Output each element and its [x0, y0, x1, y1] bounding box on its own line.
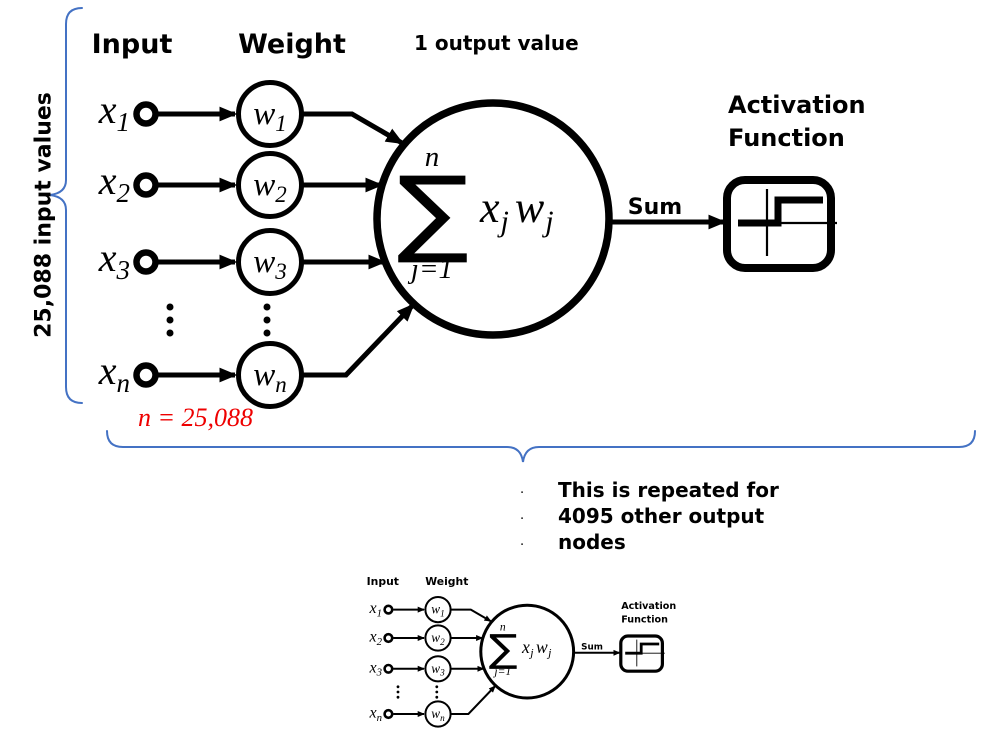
weight-ellipsis-dots — [435, 685, 439, 699]
sum-label: Sum — [581, 643, 603, 653]
weight-label-w3: w3 — [253, 244, 287, 284]
weight-node-circle — [424, 624, 452, 652]
input-row-2: x2 w2 — [98, 151, 384, 219]
weight-node-circle — [236, 341, 304, 409]
input-node-circle — [383, 708, 394, 720]
weight-ellipsis-dots — [263, 303, 271, 337]
sigma-lower-limit: j=1 — [407, 253, 453, 285]
repeat-note-line: · This is repeated for — [520, 477, 779, 503]
sigma-symbol: ∑ — [489, 627, 518, 671]
weight-to-sum-arrow — [450, 685, 496, 716]
weight-label-w2: w2 — [431, 630, 445, 647]
weight-node-circle — [424, 596, 452, 624]
activation-label-line1: Activation — [728, 91, 866, 119]
formula-body: xjwj — [521, 637, 552, 660]
activation-function: Activation Function — [619, 601, 676, 673]
input-node-circle — [133, 249, 159, 275]
bottom-curly-brace — [106, 430, 976, 463]
repeat-note-line: · nodes — [520, 529, 779, 555]
n-value-annotation: n = 25,088 — [138, 403, 254, 432]
input-column-header: Input — [92, 29, 173, 60]
input-node-circle — [383, 663, 394, 674]
input-label-x3: x3 — [98, 235, 130, 285]
weight-node-circle — [424, 655, 452, 683]
repeat-note-line: · 4095 other output — [520, 503, 779, 529]
input-label-xn: xn — [368, 705, 382, 724]
weight-to-sum-arrow — [450, 608, 492, 623]
left-curly-brace — [49, 7, 83, 404]
input-label-x1: x1 — [98, 87, 130, 137]
input-row-2: x2 w2 — [368, 624, 484, 652]
input-ellipsis-dots — [166, 303, 174, 337]
weight-node-circle — [236, 151, 304, 219]
input-row-1: x1 w1 — [368, 596, 492, 624]
main-neuron-diagram: Input Weight x1 w1 x2 w2 x3 w — [80, 20, 866, 410]
activation-label-line2: Function — [621, 614, 668, 625]
input-row-3: x3 w3 — [368, 655, 485, 683]
summation-formula: n ∑ j=1 xjwj — [489, 620, 552, 678]
summation-node-circle — [479, 603, 576, 700]
input-row-n: xn wn — [368, 685, 496, 728]
weight-column-header: Weight — [238, 29, 346, 60]
activation-label-line1: Activation — [621, 601, 676, 612]
summation-node-circle — [373, 99, 613, 339]
step-function-curve — [738, 196, 823, 227]
sum-label: Sum — [628, 195, 682, 220]
input-node-circle — [133, 172, 159, 198]
weight-to-sum-arrow — [302, 303, 415, 378]
weight-label-w3: w3 — [431, 661, 445, 678]
weight-to-sum-arrow — [302, 111, 404, 146]
output-value-note: 1 output value — [414, 31, 579, 55]
bullet-dot: · — [520, 538, 525, 553]
step-function-curve — [625, 642, 660, 655]
bullet-dot: · — [520, 512, 525, 527]
weight-label-wn: wn — [431, 706, 445, 723]
mini-neuron-diagram: Input Weight x1 w1 x2 w2 x3 w — [362, 572, 676, 728]
weight-node-circle — [236, 228, 304, 296]
weight-label-w1: w1 — [253, 96, 287, 136]
sigma-upper-limit: n — [500, 620, 506, 633]
input-label-x3: x3 — [368, 659, 382, 678]
input-row-3: x3 w3 — [98, 228, 387, 296]
repeat-note-text: nodes — [558, 530, 626, 554]
input-node-circle — [133, 362, 159, 388]
sigma-upper-limit: n — [425, 141, 440, 173]
input-label-xn: xn — [98, 348, 130, 398]
weight-label-w1: w1 — [431, 602, 444, 619]
weight-node-circle — [424, 700, 452, 728]
input-count-label: 25,088 input values — [31, 92, 57, 338]
repeat-note-text: 4095 other output — [558, 504, 765, 528]
activation-label-line2: Function — [728, 124, 845, 152]
activation-function: Activation Function — [723, 91, 866, 272]
input-node-circle — [133, 101, 159, 127]
weight-label-wn: wn — [253, 357, 287, 397]
input-row-n: xn wn — [98, 303, 415, 409]
weight-column-header: Weight — [425, 575, 468, 588]
input-node-circle — [383, 632, 394, 644]
neuron-diagram: Input Weight x1 w1 x2 w2 x3 w — [367, 575, 676, 728]
input-node-circle — [383, 604, 394, 615]
neuron-diagram: Input Weight x1 w1 x2 w2 x3 w — [92, 29, 866, 409]
repeat-note-text: This is repeated for — [558, 478, 779, 502]
sigma-symbol: ∑ — [397, 157, 469, 267]
input-label-x1: x1 — [368, 600, 382, 619]
weight-node-circle — [236, 80, 304, 148]
sigma-lower-limit: j=1 — [492, 665, 511, 678]
input-column-header: Input — [367, 575, 399, 588]
weight-label-w2: w2 — [253, 167, 287, 207]
bullet-dot: · — [520, 486, 525, 501]
input-row-1: x1 w1 — [98, 80, 404, 148]
input-label-x2: x2 — [98, 158, 130, 208]
input-ellipsis-dots — [396, 685, 400, 699]
input-label-x2: x2 — [368, 629, 382, 648]
repeat-note: · This is repeated for · 4095 other outp… — [520, 477, 779, 555]
